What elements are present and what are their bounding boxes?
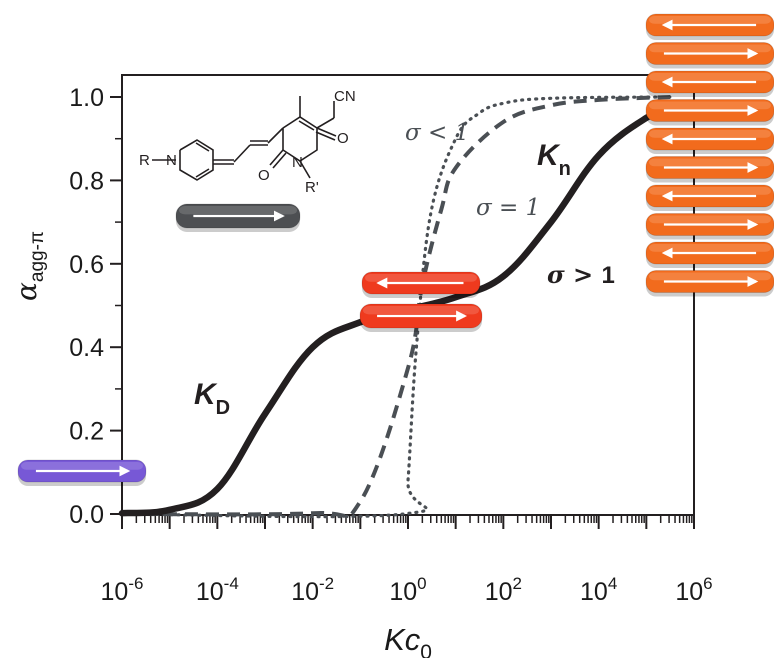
- y-tick-label: 1.0: [69, 84, 104, 112]
- dimer-brick-bottom: [359, 303, 483, 332]
- y-tick-label: 0.8: [69, 167, 104, 195]
- svg-text:R: R: [139, 152, 150, 169]
- annotation-sigma-lt: σ < 1: [405, 120, 469, 146]
- stack-brick: [645, 13, 774, 40]
- molecule-structure: [152, 96, 337, 181]
- svg-text:N: N: [166, 152, 177, 169]
- annotation-kn: Kn: [537, 139, 571, 180]
- stack-brick: [645, 270, 774, 297]
- svg-text:O: O: [258, 167, 270, 184]
- series-line-dotted: [120, 95, 672, 519]
- x-tick-label: 10-2: [291, 574, 334, 606]
- svg-text:R': R': [305, 179, 319, 196]
- stack-brick: [645, 99, 774, 126]
- series-line-dashed: [121, 95, 671, 519]
- stack-brick: [645, 241, 774, 268]
- x-axis-ticks: 10-6 10-4 10-2 100 102 104 106: [101, 515, 713, 606]
- stack-brick: [645, 213, 774, 240]
- aggregate-illustrations: [17, 13, 774, 486]
- x-tick-label: 102: [485, 574, 522, 606]
- svg-text:O: O: [337, 130, 349, 147]
- annotation-sigma-gt: σ > 1: [547, 260, 615, 289]
- stack-brick: [645, 70, 774, 97]
- svg-text:αagg-π: αagg-π: [10, 231, 48, 301]
- y-axis-ticks: 0.0 0.2 0.4 0.6 0.8 1.0: [69, 84, 122, 529]
- y-tick-label: 0.4: [69, 334, 104, 362]
- y-axis-title: αagg-π: [10, 231, 48, 301]
- annotation-sigma-eq: σ = 1: [476, 195, 540, 221]
- monomer-brick-purple: [17, 459, 147, 486]
- svg-text:CN: CN: [334, 88, 356, 105]
- stack-brick: [645, 156, 774, 183]
- y-tick-label: 0.2: [69, 418, 104, 446]
- x-tick-label: 104: [580, 574, 617, 606]
- molecule-labels: CN O O R N N R': [139, 88, 356, 196]
- x-tick-label: 106: [675, 574, 712, 606]
- x-tick-label: 10-4: [196, 574, 239, 606]
- svg-text:N: N: [292, 154, 303, 171]
- x-tick-label: 10-6: [101, 574, 144, 606]
- stack-brick: [645, 42, 774, 69]
- dimer-brick-top: [361, 271, 481, 298]
- x-axis-title: Kc0: [384, 622, 432, 658]
- stack-brick: [645, 184, 774, 211]
- annotation-kd: KD: [194, 378, 230, 419]
- monomer-brick-gray: [175, 203, 301, 232]
- x-tick-label: 100: [389, 574, 426, 606]
- y-tick-label: 0.6: [69, 251, 104, 279]
- stack-brick: [645, 127, 774, 154]
- y-tick-label: 0.0: [69, 501, 104, 529]
